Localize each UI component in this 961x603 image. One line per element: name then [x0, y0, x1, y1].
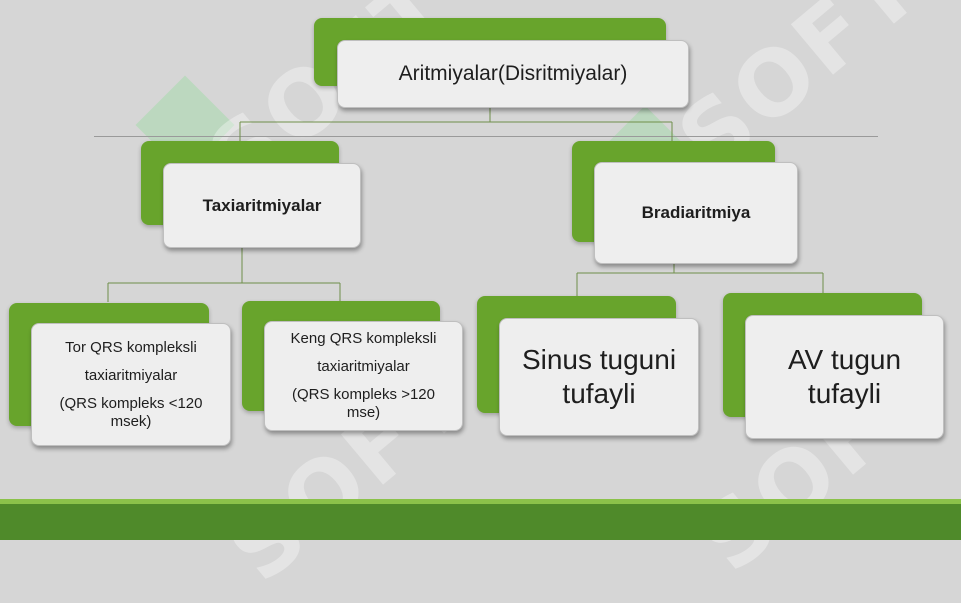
keng-qrs-line-4: mse) [346, 404, 381, 421]
sinus-tuguni-line-2: tufayli [562, 378, 636, 409]
keng-qrs-line-3: (QRS kompleks >120 [292, 386, 435, 403]
footer-accent-stripe [0, 499, 961, 504]
sinus-tuguni-node-box: Sinus tuguni tufayli [499, 318, 699, 436]
keng-qrs-line-2: taxiaritmiyalar [317, 358, 410, 375]
taxiaritmiyalar-node-box: Taxiaritmiyalar [163, 163, 361, 248]
tor-qrs-line-2: taxiaritmiyalar [84, 366, 178, 384]
tor-qrs-line-4: msek) [110, 412, 152, 430]
divider-line [94, 136, 878, 137]
tor-qrs-line-1: Tor QRS kompleksli [65, 338, 197, 356]
root-node-box: Aritmiyalar(Disritmiyalar) [337, 40, 689, 108]
av-tugun-node-box: AV tugun tufayli [745, 315, 944, 439]
keng-qrs-line-1: Keng QRS kompleksli [290, 330, 437, 347]
av-tugun-line-2: tufayli [807, 378, 882, 409]
connector-lines [107, 108, 824, 302]
footer-bar [0, 504, 961, 540]
tor-qrs-node-box: Tor QRS kompleksli taxiaritmiyalar (QRS … [31, 323, 231, 446]
taxiaritmiyalar-node-label: Taxiaritmiyalar [202, 195, 322, 215]
sinus-tuguni-line-1: Sinus tuguni [521, 344, 677, 376]
tor-qrs-line-3: (QRS kompleks <120 [59, 394, 203, 412]
bradiaritmiya-node-label: Bradiaritmiya [641, 203, 751, 222]
keng-qrs-node-box: Keng QRS kompleksli taxiaritmiyalar (QRS… [264, 321, 463, 431]
av-tugun-line-1: AV tugun [787, 344, 902, 376]
root-node-label: Aritmiyalar(Disritmiyalar) [398, 62, 628, 85]
bradiaritmiya-node-box: Bradiaritmiya [594, 162, 798, 264]
